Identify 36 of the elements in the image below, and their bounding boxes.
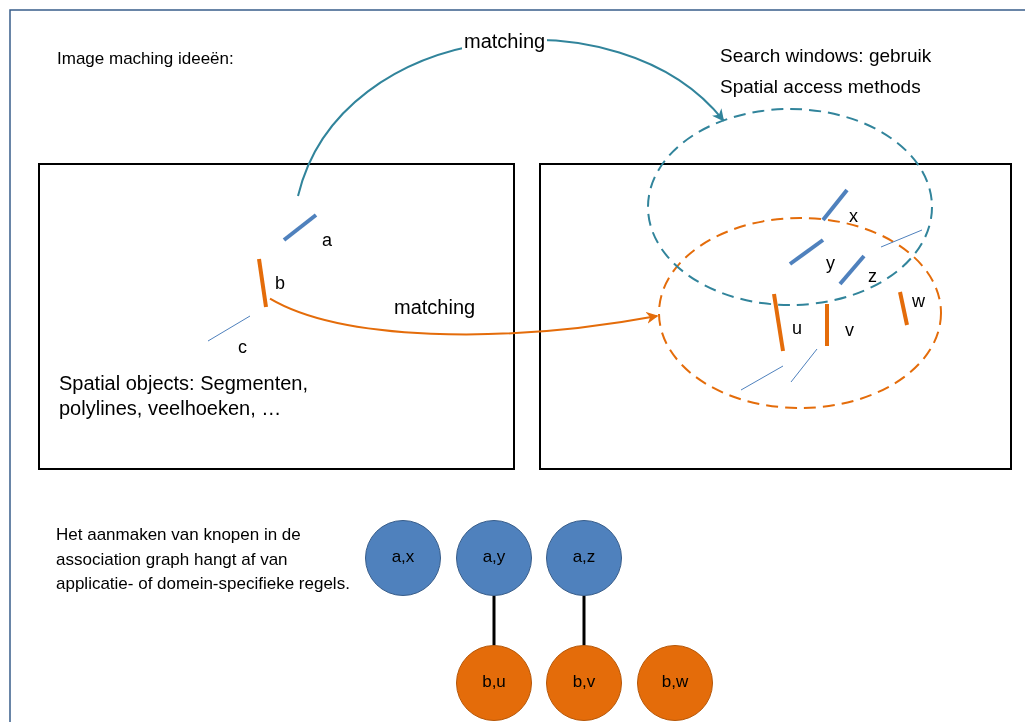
- panel-box: [539, 163, 1012, 470]
- curved-arrow: [269, 297, 659, 336]
- line-segment: [825, 302, 829, 348]
- segment-label: w: [912, 291, 925, 312]
- segment-label: x: [849, 206, 858, 227]
- line-segment: [739, 364, 785, 392]
- line-segment: [788, 238, 825, 266]
- note-text: Image maching ideeën:: [57, 49, 235, 70]
- connector-line: [492, 596, 496, 645]
- panel-box: [38, 163, 515, 470]
- node-label: b,v: [571, 672, 597, 692]
- node-label: b,u: [481, 672, 507, 692]
- panel-caption: Spatial objects: Segmenten, polylines, veelhoeken, …: [59, 371, 310, 421]
- segment-label: v: [845, 320, 854, 341]
- segment-label: u: [792, 318, 802, 339]
- connector-line: [582, 596, 586, 645]
- line-segment: [838, 254, 866, 286]
- note-text: Search windows: gebruik Spatial access methods: [720, 44, 933, 100]
- node-label: a,y: [481, 547, 507, 567]
- edge-label: matching: [462, 30, 548, 53]
- segment-label: z: [868, 266, 877, 287]
- line-segment: [898, 290, 909, 327]
- line-segment: [789, 347, 819, 384]
- line-segment: [772, 292, 785, 353]
- node-label: a,z: [571, 547, 597, 567]
- segment-label: a: [322, 230, 332, 251]
- note-text: Het aanmaken van knopen in de association graph hangt af van applicatie- of domein-specifieke regels.: [56, 524, 351, 596]
- segment-label: y: [826, 253, 835, 274]
- search-window-ellipse: [647, 108, 933, 306]
- segment-label: b: [275, 273, 285, 294]
- segment-label: c: [238, 337, 247, 358]
- node-label: a,x: [390, 547, 416, 567]
- node-label: b,w: [660, 672, 690, 692]
- line-segment: [821, 188, 849, 222]
- line-segment: [879, 228, 924, 249]
- line-segment: [206, 314, 252, 343]
